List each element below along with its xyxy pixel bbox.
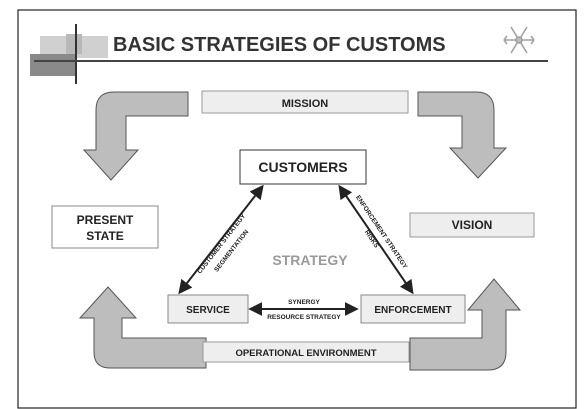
arrow-top-left xyxy=(82,91,189,181)
vision-label: VISION xyxy=(452,218,493,232)
edge-customers-enforcement xyxy=(338,184,414,295)
cycle-arrows xyxy=(78,91,522,371)
title-decoration xyxy=(30,24,548,84)
arrow-bottom-right xyxy=(409,278,522,371)
snowflake-icon xyxy=(503,26,535,54)
edge-customers-service xyxy=(178,184,264,295)
customers-label: CUSTOMERS xyxy=(258,159,347,175)
operational-environment-box xyxy=(202,341,410,363)
present-state-box xyxy=(51,205,159,249)
slide-title: BASIC STRATEGIES OF CUSTOMS xyxy=(113,34,446,56)
bottom-edge-label-2: RESOURCE STRATEGY xyxy=(267,314,341,321)
vision-box xyxy=(409,212,535,238)
service-label: SERVICE xyxy=(186,305,230,316)
arrow-bottom-left xyxy=(78,286,207,369)
present-state-label-line2: STATE xyxy=(86,229,124,243)
operational-environment-label: OPERATIONAL ENVIRONMENT xyxy=(235,348,376,359)
mission-box xyxy=(201,90,409,114)
enforcement-label: ENFORCEMENT xyxy=(374,305,451,316)
mission-label: MISSION xyxy=(282,98,329,110)
arrow-top-right xyxy=(417,91,508,179)
present-state-label-line1: PRESENT xyxy=(77,213,134,227)
strategy-label: STRATEGY xyxy=(272,252,348,268)
service-box xyxy=(167,294,249,324)
customers-box xyxy=(239,149,367,185)
enforcement-box xyxy=(360,294,466,324)
bottom-edge-label-1: SYNERGY xyxy=(288,299,320,306)
